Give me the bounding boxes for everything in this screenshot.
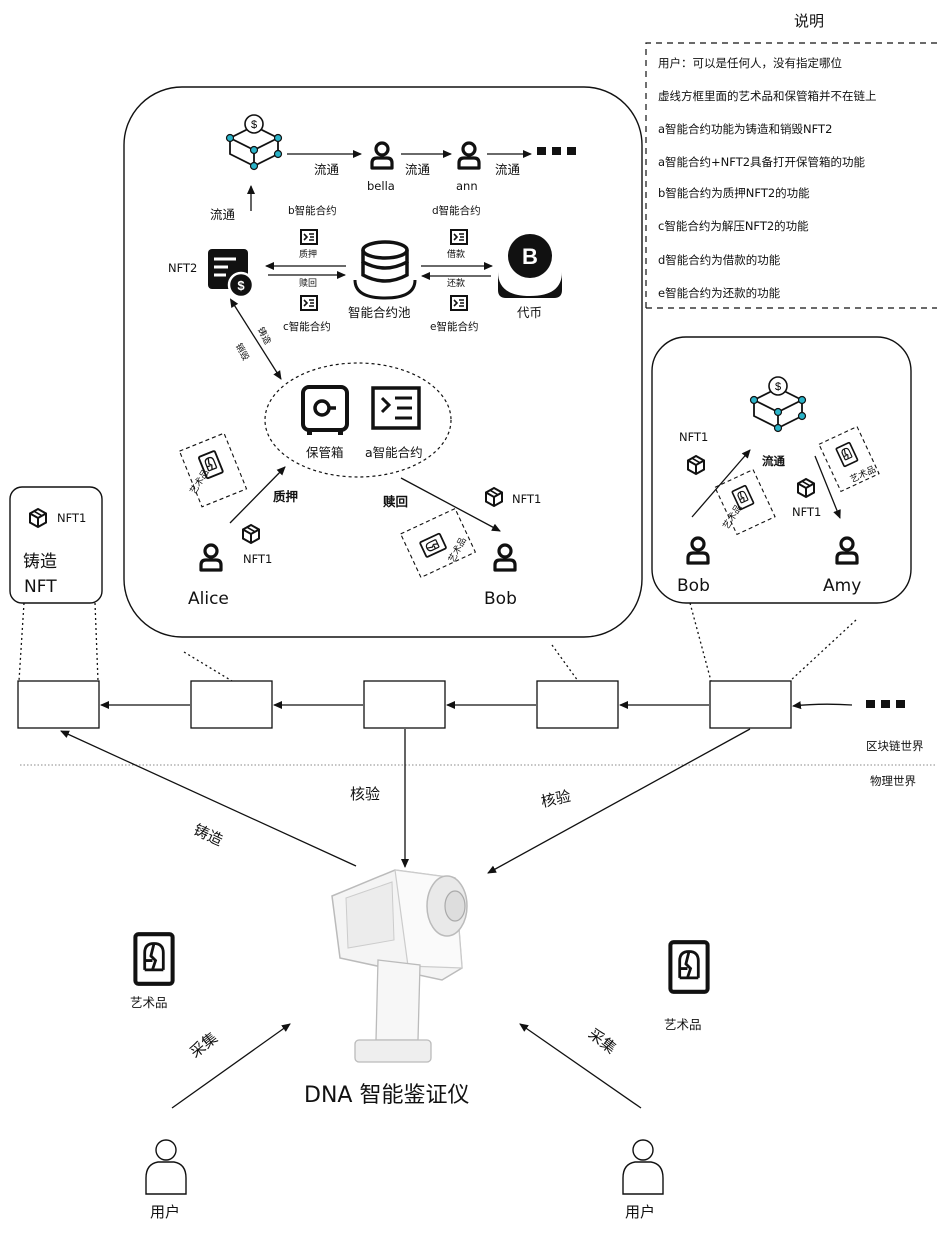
right-artwork-icon-b (818, 425, 880, 493)
circulate-label: 流通 (314, 162, 340, 177)
artwork-right-icon (670, 942, 707, 992)
redeemed-artwork-icon (399, 507, 477, 579)
pool-label: 智能合约池 (348, 305, 411, 320)
borrow-label: 借款 (447, 250, 466, 260)
pledge-action-label: 质押 (273, 489, 299, 504)
block-2 (190, 680, 273, 729)
legend-item: 用户：可以是任何人，没有指定哪位 (658, 56, 842, 70)
amy-name: Amy (823, 576, 862, 596)
redeem-action-label: 赎回 (383, 494, 409, 509)
dna-verifier-device-image (331, 869, 468, 1063)
bella-name: bella (367, 179, 395, 193)
pledge-label: 质押 (299, 250, 318, 260)
user-right-icon (622, 1139, 664, 1195)
a-contract-icon (371, 386, 421, 430)
legend-title: 说明 (794, 12, 825, 30)
bella-person-icon (370, 141, 394, 170)
c-contract-label: c智能合约 (283, 321, 331, 333)
blockchain-world-label: 区块链世界 (866, 739, 924, 753)
redeem-label: 赎回 (299, 279, 318, 289)
legend-item: a智能合约+NFT2具备打开保管箱的功能 (658, 155, 866, 169)
b-contract-icon (300, 229, 318, 245)
left-nft1-cube-icon (29, 508, 47, 528)
safe-box-icon (301, 385, 349, 435)
circulate-label: 流通 (210, 207, 236, 222)
circulation-box-icon (225, 114, 283, 171)
contract-pool-icon (353, 240, 417, 300)
bob-person-icon (493, 543, 517, 572)
ann-person-icon (457, 141, 481, 170)
user-left-icon (145, 1139, 187, 1195)
svg-text:$: $ (237, 278, 245, 293)
main-panel (123, 86, 643, 638)
legend-item: b智能合约为质押NFT2的功能 (658, 186, 810, 200)
right-circulation-box-icon (749, 376, 807, 433)
user-left-label: 用户 (150, 1203, 181, 1221)
nft2-label: NFT2 (168, 261, 198, 275)
nft1-label: NFT1 (243, 552, 273, 566)
token-label: 代币 (517, 305, 543, 320)
left-panel (9, 486, 103, 604)
amy-person-icon (835, 536, 859, 565)
legend-item: e智能合约为还款的功能 (658, 286, 781, 300)
d-contract-icon (450, 229, 468, 245)
block-4 (536, 680, 619, 729)
b-contract-label: b智能合约 (288, 205, 337, 217)
right-panel (651, 336, 912, 604)
token-b-icon: B (498, 234, 562, 298)
legend-item: d智能合约为借款的功能 (658, 253, 781, 267)
block-1 (17, 680, 100, 729)
nft1-label: NFT1 (512, 492, 542, 506)
right-nft1-label: NFT1 (792, 505, 822, 519)
e-contract-label: e智能合约 (430, 321, 479, 333)
legend-item: 虚线方框里面的艺术品和保管箱并不在链上 (658, 89, 877, 103)
legend-item: a智能合约功能为铸造和销毁NFT2 (658, 122, 833, 136)
artwork-left-label: 艺术品 (130, 995, 168, 1010)
nft2-icon: $ (208, 249, 255, 299)
right-circulate-label: 流通 (762, 454, 785, 468)
offchain-ellipse (264, 362, 452, 478)
right-nft1-label: NFT1 (679, 430, 709, 444)
bob-name: Bob (484, 589, 517, 609)
artwork-right-label: 艺术品 (664, 1017, 702, 1032)
verify-label-left: 核验 (350, 785, 381, 803)
right-nft1-cube-icon-b (797, 478, 815, 498)
nft1-cube-icon-bob (485, 487, 503, 507)
circulate-label: 流通 (405, 162, 431, 177)
block-5 (709, 680, 792, 729)
a-contract-label: a智能合约 (365, 445, 423, 460)
user-right-label: 用户 (625, 1203, 656, 1221)
left-mint-label: 铸造 (23, 552, 57, 572)
legend-list: 用户：可以是任何人，没有指定哪位 虚线方框里面的艺术品和保管箱并不在链上 a智能… (646, 43, 937, 308)
circulate-label: 流通 (495, 162, 521, 177)
left-nft-label: NFT (24, 577, 57, 597)
device-label: DNA 智能鉴证仪 (304, 1083, 470, 1108)
pledged-artwork-icon (178, 432, 248, 508)
alice-name: Alice (188, 589, 229, 609)
repay-label: 还款 (447, 279, 466, 289)
artwork-left-icon (135, 934, 172, 984)
left-nft1-label: NFT1 (57, 511, 87, 525)
chain-ellipsis-icon (866, 700, 905, 708)
ann-name: ann (456, 179, 478, 193)
c-contract-icon (300, 295, 318, 311)
ellipsis-icon (537, 147, 576, 155)
nft1-cube-icon-alice (242, 524, 260, 544)
right-nft1-cube-icon-a (687, 455, 705, 475)
right-bob-person-icon (686, 536, 710, 565)
block-3 (363, 680, 446, 729)
alice-person-icon (199, 543, 223, 572)
safe-box-label: 保管箱 (306, 445, 344, 460)
svg-text:B: B (522, 244, 538, 269)
e-contract-icon (450, 295, 468, 311)
legend-box (645, 42, 937, 309)
physical-world-label: 物理世界 (870, 774, 916, 788)
legend-item: c智能合约为解压NFT2的功能 (658, 219, 809, 233)
d-contract-label: d智能合约 (432, 205, 481, 217)
right-bob-name: Bob (677, 576, 710, 596)
